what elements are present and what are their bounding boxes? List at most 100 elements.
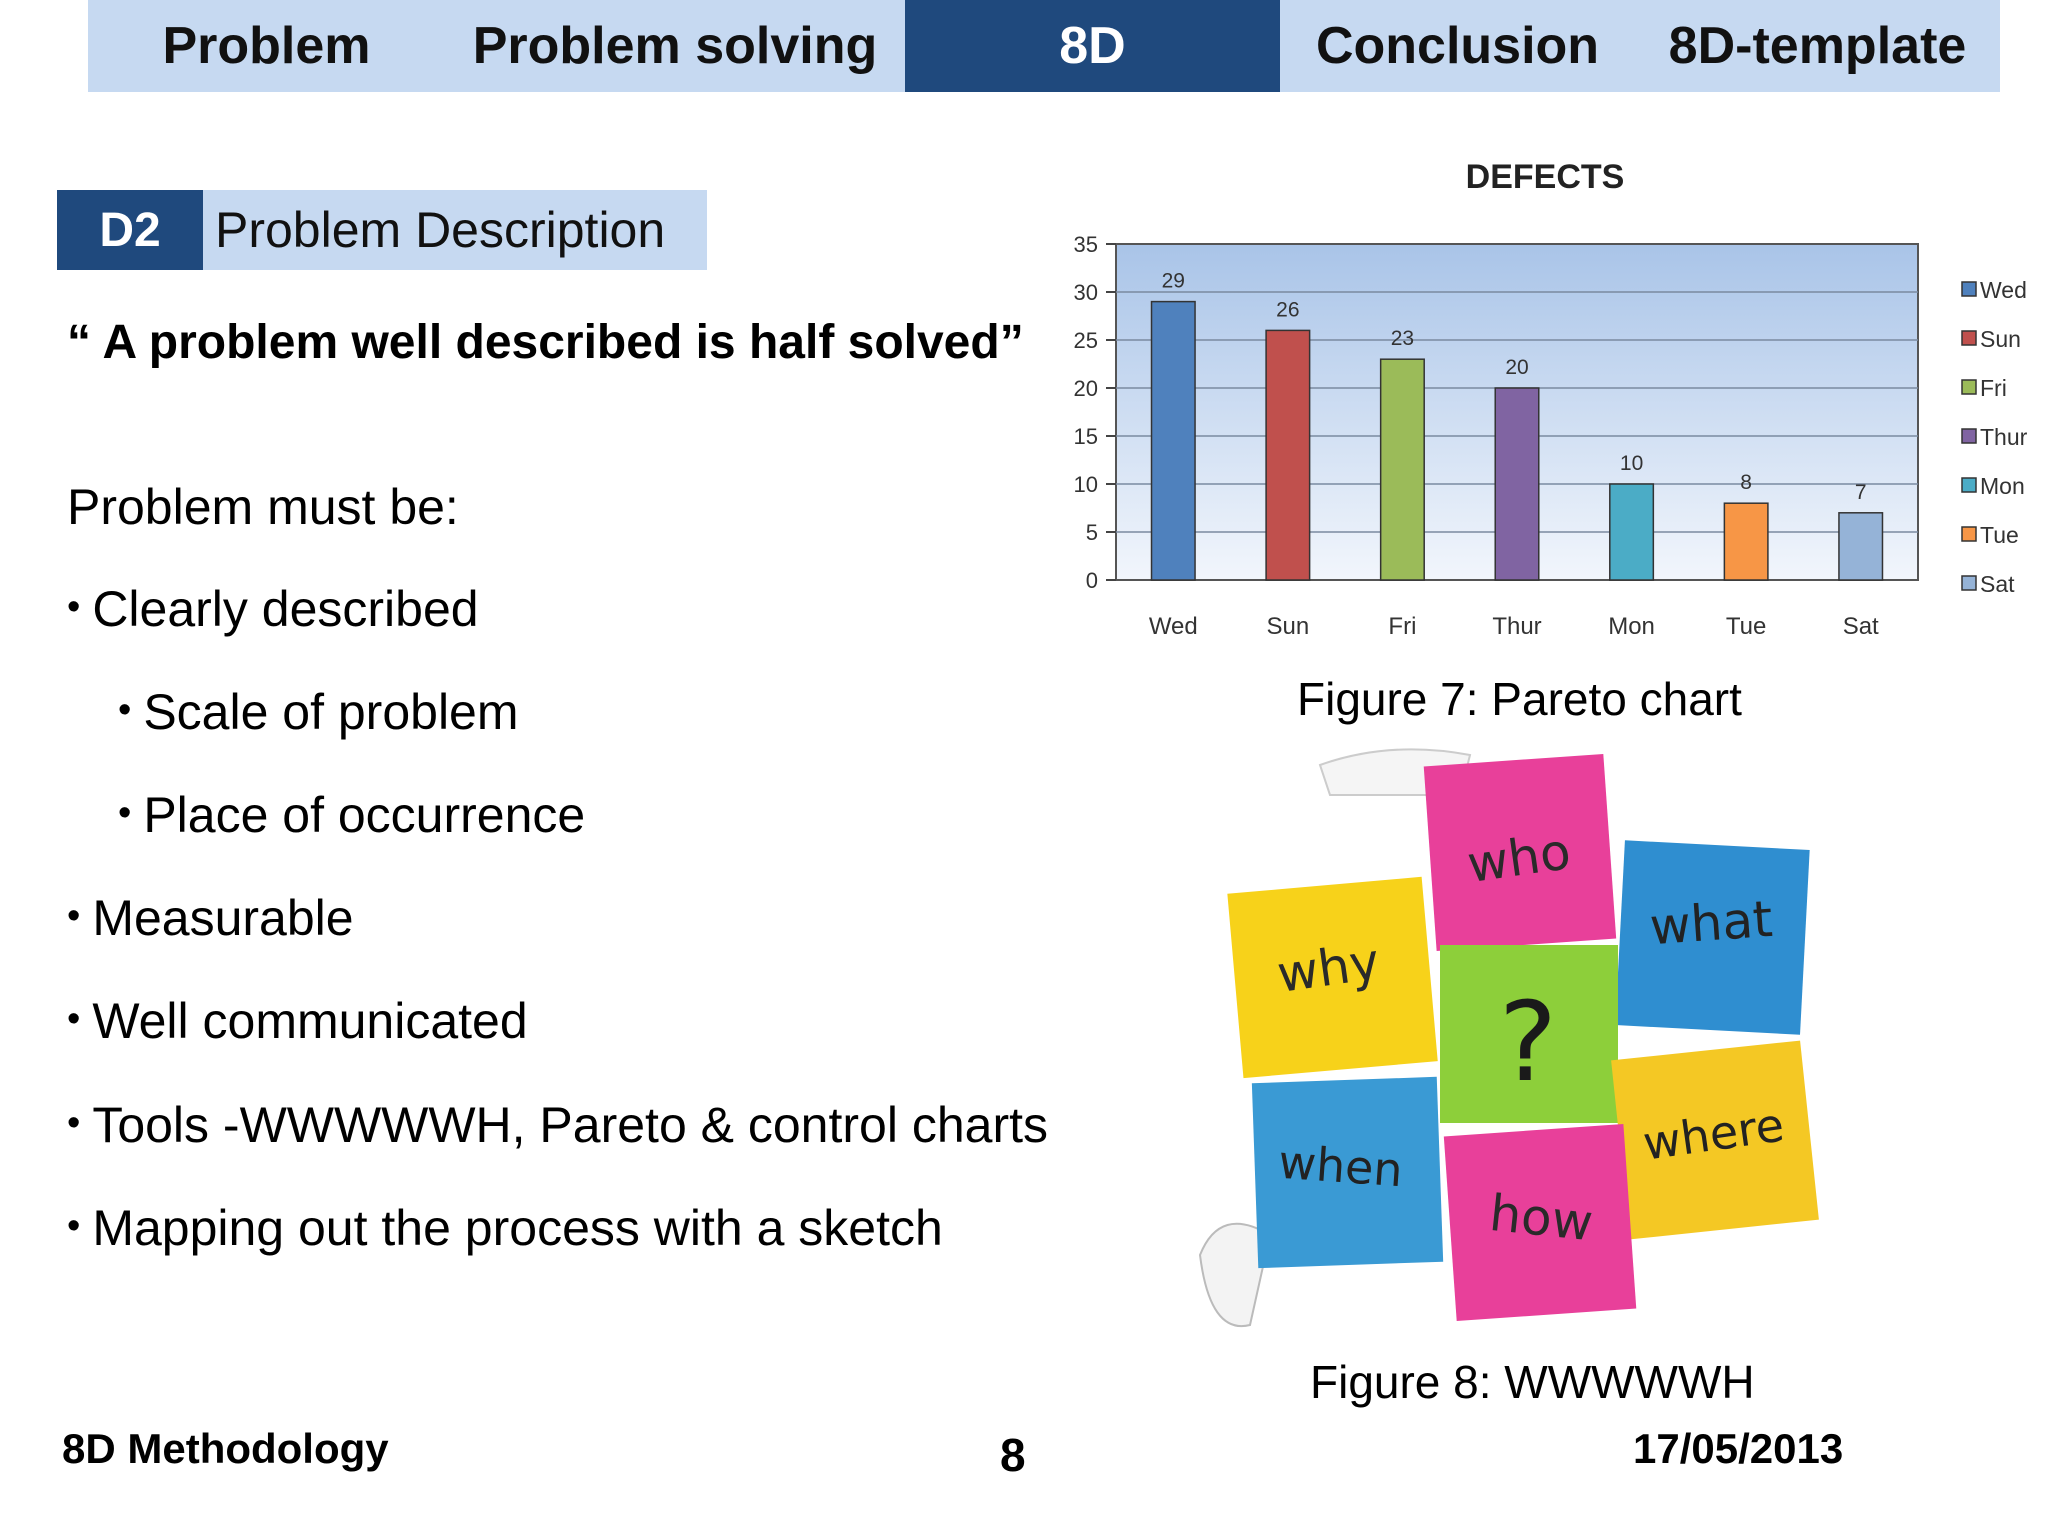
y-tick-label: 5 (1086, 520, 1098, 545)
sticky-note-when: when (1251, 1076, 1444, 1269)
bar-thur (1494, 387, 1540, 581)
bullet-dot-icon: • (67, 585, 81, 628)
quote-text: “ A problem well described is half solve… (67, 316, 1024, 369)
y-axis: 0 5 10 15 20 25 30 35 (1074, 232, 1116, 593)
bullet-text: Measurable (92, 890, 354, 946)
sticky-note-where: where (1611, 1040, 1819, 1240)
legend-label: Thur (1980, 424, 2028, 450)
legend-swatch (1961, 575, 1977, 591)
legend-swatch (1961, 526, 1977, 542)
y-tick-label: 35 (1074, 232, 1098, 257)
wwwwwh-sticky-notes-figure: who why what ? when where how (1198, 748, 1819, 1328)
sticky-note-word: why (1274, 932, 1383, 1004)
bar-wed (1150, 300, 1196, 581)
bullet-text: Tools -WWWWWH, Pareto & control charts (92, 1097, 1049, 1153)
sticky-note-word: how (1487, 1184, 1596, 1252)
legend-label: Mon (1980, 473, 2025, 499)
sticky-note-word: who (1464, 822, 1574, 894)
bullet-text: Scale of problem (143, 684, 519, 740)
bullet-text: Well communicated (92, 993, 528, 1049)
legend-label: Wed (1980, 277, 2027, 303)
y-tick-label: 20 (1074, 376, 1098, 401)
legend-swatch (1961, 281, 1977, 297)
bar-mon (1609, 483, 1655, 581)
sticky-note-how: how (1443, 1123, 1637, 1322)
data-label: 8 (1740, 471, 1752, 494)
intro-text: Problem must be: (67, 479, 459, 535)
x-tick-label: Sat (1843, 613, 1879, 640)
legend-label: Sat (1980, 571, 2015, 597)
sticky-note-what: what (1615, 840, 1810, 1035)
bullet-item: • Mapping out the process with a sketch (67, 1199, 943, 1257)
bullet-dot-icon: • (67, 894, 81, 937)
legend-swatch (1961, 477, 1977, 493)
bullet-dot-icon: • (67, 1204, 81, 1247)
sub-bullet-item: • Place of occurrence (118, 786, 585, 844)
sticky-note-question: ? (1440, 945, 1618, 1123)
legend-label: Sun (1980, 326, 2021, 352)
y-tick-label: 10 (1074, 472, 1098, 497)
x-tick-label: Fri (1388, 613, 1416, 640)
chart-title: DEFECTS (1466, 158, 1625, 196)
bullet-text: Mapping out the process with a sketch (92, 1200, 943, 1256)
sticky-note-word: ? (1499, 978, 1557, 1106)
page-number: 8 (1000, 1429, 1026, 1481)
bullet-dot-icon: • (118, 688, 132, 731)
nav-tab-conclusion[interactable]: Conclusion (1315, 17, 1600, 75)
x-tick-label: Mon (1608, 613, 1655, 640)
bullet-text: Place of occurrence (143, 787, 586, 843)
x-axis: Wed Sun Fri Thur Mon Tue Sat (1149, 613, 1879, 640)
legend-label: Fri (1980, 375, 2007, 401)
legend-swatch (1961, 330, 1977, 346)
sub-bullet-item: • Scale of problem (118, 683, 519, 741)
section-heading: D2 Problem Description (57, 190, 707, 270)
legend-swatch (1961, 428, 1977, 444)
nav-tab-8d[interactable]: 8D (905, 0, 1280, 92)
nav-tab-problem-solving[interactable]: Problem solving (472, 17, 878, 75)
bullet-dot-icon: • (67, 997, 81, 1040)
y-tick-label: 25 (1074, 328, 1098, 353)
sticky-note-word: when (1277, 1135, 1405, 1198)
x-tick-label: Tue (1726, 613, 1766, 640)
nav-tab-problem[interactable]: Problem (162, 17, 371, 75)
nav-tab-8d-template[interactable]: 8D-template (1668, 17, 1967, 75)
bar-tue (1723, 502, 1769, 581)
bullet-item: • Clearly described (67, 580, 479, 638)
x-tick-label: Sun (1267, 613, 1310, 640)
wwwwwh-figure-caption: Figure 8: WWWWWH (1310, 1356, 1755, 1408)
bullet-item: • Tools -WWWWWH, Pareto & control charts (67, 1096, 1048, 1154)
bullet-dot-icon: • (67, 1101, 81, 1144)
data-label: 29 (1162, 270, 1185, 293)
top-navigation: Problem Problem solving 8D Conclusion 8D… (88, 0, 2000, 92)
bullet-item: • Well communicated (67, 992, 528, 1050)
bars: 29 26 23 20 10 8 7 (1150, 270, 1884, 581)
y-tick-label: 15 (1074, 424, 1098, 449)
sticky-note-word: what (1648, 890, 1775, 956)
data-label: 23 (1391, 327, 1414, 350)
grid-lines (1116, 291, 1918, 533)
data-label: 10 (1620, 452, 1643, 475)
sticky-note-who: who (1423, 753, 1617, 952)
section-code-badge: D2 (57, 190, 203, 270)
bullet-text: Clearly described (92, 581, 479, 637)
bullet-item: • Measurable (67, 889, 354, 947)
sticky-note-why: why (1227, 876, 1438, 1079)
section-title: Problem Description (203, 190, 707, 270)
bar-sat (1838, 512, 1884, 581)
footer-date: 17/05/2013 (1633, 1425, 1844, 1472)
data-label: 26 (1276, 298, 1299, 321)
footer-title: 8D Methodology (62, 1425, 389, 1472)
bullet-dot-icon: • (118, 791, 132, 834)
y-tick-label: 30 (1074, 280, 1098, 305)
legend-swatch (1961, 379, 1977, 395)
bar-sun (1265, 329, 1311, 581)
pareto-figure-caption: Figure 7: Pareto chart (1297, 673, 1742, 725)
data-label: 20 (1505, 356, 1528, 379)
x-tick-label: Wed (1149, 613, 1198, 640)
x-tick-label: Thur (1492, 613, 1541, 640)
data-label: 7 (1855, 481, 1867, 504)
bar-fri (1379, 358, 1425, 581)
y-tick-label: 0 (1086, 568, 1098, 593)
